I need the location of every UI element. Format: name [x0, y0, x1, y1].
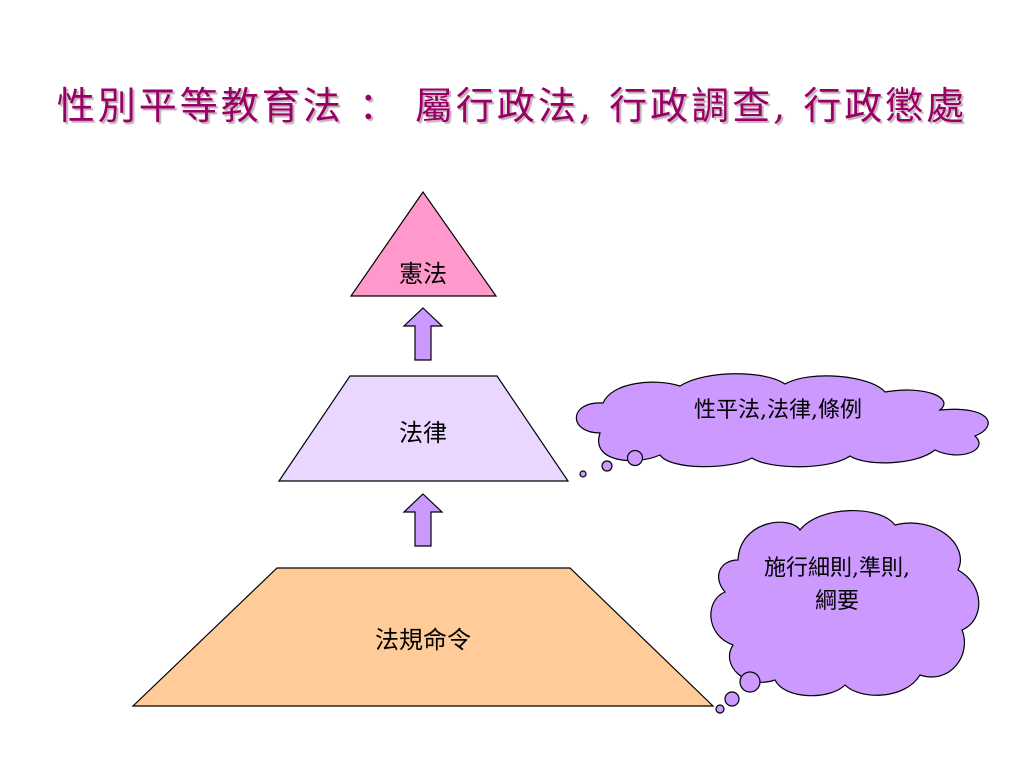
- slide-title: 性別平等教育法 ： 屬行政法, 行政調查, 行政懲處: [56, 84, 968, 128]
- pyramid-label-constitution: 憲法: [399, 260, 447, 288]
- bubble-dot: [626, 449, 644, 467]
- bubble-dot: [579, 470, 587, 478]
- pyramid-label-regulation: 法規命令: [375, 626, 471, 654]
- pyramid-level-constitution: [349, 190, 498, 297]
- arrow-up-icon: [402, 307, 444, 361]
- callout-law-examples: 性平法,法律,條例: [694, 398, 862, 423]
- pyramid-level-regulation: [131, 567, 715, 707]
- bubble-dot: [601, 460, 613, 472]
- cloud-shape: [710, 509, 980, 697]
- thought-bubble-regulation: [710, 509, 980, 714]
- pyramid-label-law: 法律: [399, 419, 447, 447]
- bubble-dot: [715, 704, 725, 714]
- bubble-dot: [724, 691, 740, 707]
- thought-bubble-law: [575, 373, 989, 478]
- cloud-shape: [575, 373, 989, 468]
- arrow-up-icon: [402, 493, 444, 547]
- pyramid-level-law: [277, 375, 570, 482]
- callout-regulation-examples: 施行細則,準則,綱要: [764, 556, 910, 614]
- bubble-dot: [739, 671, 761, 693]
